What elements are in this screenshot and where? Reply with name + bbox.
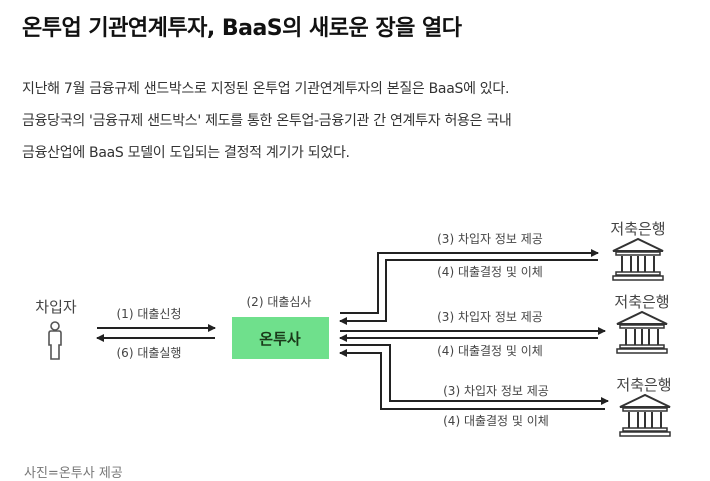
- bank-label-1: 저축은행: [610, 220, 665, 238]
- review-label: (2) 대출심사: [247, 295, 312, 309]
- decision-label-1: (4) 대출결정 및 이체: [437, 265, 543, 279]
- decision-label-3: (4) 대출결정 및 이체: [443, 414, 549, 428]
- bank-icon: [616, 311, 668, 354]
- info-arrow-1: [340, 249, 599, 314]
- info-label-3: (3) 차입자 정보 제공: [443, 384, 549, 398]
- decision-arrow-3: [339, 349, 605, 410]
- paragraph-line: 지난해 7월 금융규제 샌드박스로 지정된 온투업 기관연계투자의 본질은 Ba…: [22, 81, 510, 97]
- article-paragraph: 지난해 7월 금융규제 샌드박스로 지정된 온투업 기관연계투자의 본질은 Ba…: [22, 73, 702, 169]
- person-icon: [48, 321, 62, 360]
- paragraph-line: 금융산업에 BaaS 모델이 도입되는 결정적 계기가 되었다.: [22, 145, 350, 161]
- baas-flow-diagram: 차입자 (1) 대출신청 (6) 대출실행 (2) 대출심사 온투사 (3) 차…: [35, 220, 672, 437]
- image-caption: 사진=온투사 제공: [24, 466, 123, 481]
- apply-label: (1) 대출신청: [117, 307, 182, 321]
- decision-arrow-1: [339, 259, 598, 325]
- execute-label: (6) 대출실행: [117, 345, 182, 360]
- article-title: 온투업 기관연계투자, BaaS의 새로운 장을 열다: [22, 16, 462, 41]
- borrower-label: 차입자: [35, 298, 77, 316]
- info-label-2: (3) 차입자 정보 제공: [437, 310, 543, 324]
- info-arrow-3: [340, 344, 609, 405]
- decision-label-2: (4) 대출결정 및 이체: [437, 344, 543, 358]
- bank-label-3: 저축은행: [616, 376, 671, 394]
- bank-label-2: 저축은행: [614, 293, 669, 311]
- paragraph-line: 금융당국의 '금융규제 샌드박스' 제도를 통한 온투업-금융기관 간 연계투자…: [22, 113, 512, 129]
- platform-label: 온투사: [259, 330, 301, 348]
- info-label-1: (3) 차입자 정보 제공: [437, 232, 543, 246]
- bank-icon: [619, 394, 671, 437]
- bank-icon: [612, 238, 664, 281]
- platform-box: [232, 317, 329, 359]
